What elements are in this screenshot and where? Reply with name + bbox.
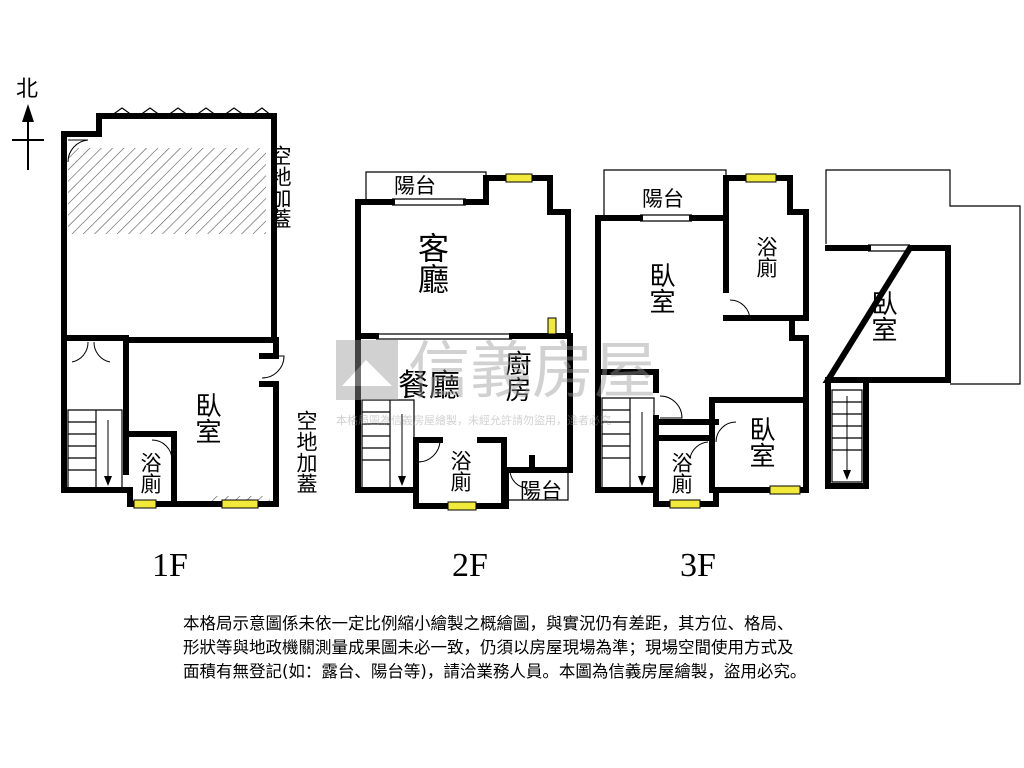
walls-roof-stair: [825, 377, 869, 489]
room-3f-bedroom-main: 臥室: [645, 262, 675, 314]
sliding-door-3f-balcony: [640, 214, 692, 222]
compass-label: 北: [16, 77, 38, 102]
room-1f-bath: 浴廁: [138, 452, 162, 494]
stair-arrow-icon: [104, 476, 112, 486]
balcony-rail-2f-bottom: [506, 470, 569, 501]
room-2f-living: 客廳: [412, 232, 449, 294]
window-1f-bedroom: [221, 499, 259, 509]
room-3f-balcony: 陽台: [642, 187, 684, 211]
floor-1f: 空地加蓋 空地加蓋 臥室 浴廁 1F: [61, 107, 318, 584]
door-1f-entry: [67, 139, 89, 163]
staircase-3f: [601, 397, 655, 489]
floor-roof: 臥室: [822, 169, 1021, 489]
floor-3f: 陽台 臥室 浴廁 浴廁 臥室 3F: [595, 169, 809, 584]
walls-3f-small-bedroom: [653, 369, 809, 441]
disclaimer-line: 本格局示意圖係未依一定比例縮小繪製之概繪圖，與實況仍有差距，其方位、格局、: [183, 614, 794, 633]
folding-door-top: [107, 107, 273, 119]
staircase-roof: [831, 389, 863, 483]
compass-arrow-icon: [22, 104, 34, 122]
floor-label-3f: 3F: [680, 547, 716, 584]
sliding-door-2f-dining: [376, 333, 512, 340]
sliding-door-roof: [868, 244, 910, 252]
room-2f-dining: 餐廳: [398, 368, 460, 404]
sliding-door-2f-balcony: [392, 198, 466, 206]
stair-arrow-icon: [843, 470, 851, 480]
window-3f-bath: [745, 173, 777, 183]
door-2f-balcony: [509, 469, 529, 489]
disclaimer-line: 形狀等與地政機關測量成果圖未必一致，仍須以房屋現場為準；現場空間使用方式及: [183, 638, 794, 657]
stair-arrow-icon: [398, 476, 406, 486]
staircase-1f: [67, 409, 123, 489]
stair-arrow-icon: [638, 476, 646, 486]
door-3f-bath-top: [729, 299, 751, 321]
floor-label-2f: 2F: [452, 547, 488, 584]
door-1f-double: [71, 341, 111, 363]
room-2f-balcony-bottom: 陽台: [520, 479, 562, 503]
window-2f-east: [547, 317, 557, 335]
walls-3f-bath-top: [723, 215, 795, 321]
walls-2f-bath: [413, 437, 507, 509]
house-logo-icon: [336, 340, 398, 400]
disclaimer-line: 面積有無登記(如：露台、陽台等)，請洽業務人員。本圖為信義房屋繪製，盜用必究。: [183, 662, 807, 681]
room-1f-bedroom: 臥室: [191, 392, 221, 444]
north-compass: 北: [12, 77, 44, 170]
floor-2f: 陽台 客廳 餐廳 廚房 浴廁 陽台 2F: [355, 171, 573, 584]
room-3f-bath-top: 浴廁: [754, 236, 778, 278]
room-3f-bath-bottom: 浴廁: [669, 452, 693, 494]
door-1f-bath: [151, 439, 173, 461]
hatched-extension-area: [68, 148, 266, 234]
door-1f-bedroom: [261, 355, 285, 379]
room-roof-bedroom: 臥室: [867, 290, 897, 342]
window-3f-bath-bottom: [669, 499, 701, 509]
window-2f-bath: [447, 501, 477, 511]
window-2f-north: [505, 173, 533, 183]
door-3f-small-bedroom: [715, 421, 737, 443]
walls-3f-outer-east: [595, 175, 809, 493]
window-1f-bath: [133, 499, 157, 509]
disclaimer: 本格局示意圖係未依一定比例縮小繪製之概繪圖，與實況仍有差距，其方位、格局、 形狀…: [183, 612, 963, 684]
walls-1f-north: [61, 113, 277, 343]
room-2f-kitchen: 廚房: [501, 350, 531, 402]
terrace-rail: [825, 169, 1021, 385]
staircase-2f: [361, 399, 415, 489]
door-3f-hall: [659, 395, 683, 419]
annotation-1f-bottom: 空地加蓋: [294, 410, 318, 494]
watermark-brand: 信義房屋: [408, 334, 656, 407]
door-2f-bath: [417, 439, 441, 463]
watermark: 信義房屋 本格局圖為信義房屋繪製，未經允許請勿盜用，違者必究: [336, 334, 656, 427]
room-2f-balcony-top: 陽台: [394, 174, 436, 198]
floor-label-1f: 1F: [152, 547, 188, 584]
room-2f-bath: 浴廁: [448, 450, 472, 492]
watermark-tagline: 本格局圖為信義房屋繪製，未經允許請勿盜用，違者必究: [336, 413, 611, 427]
window-3f-small-bedroom: [769, 485, 801, 495]
room-3f-bedroom-small: 臥室: [745, 416, 775, 468]
door-3f-bath-bottom: [689, 441, 709, 459]
walls-roof-bedroom: [822, 245, 951, 383]
walls-2f-north: [355, 175, 571, 339]
annotation-1f-top: 空地加蓋: [268, 145, 292, 229]
walls-1f-bath: [127, 431, 177, 507]
